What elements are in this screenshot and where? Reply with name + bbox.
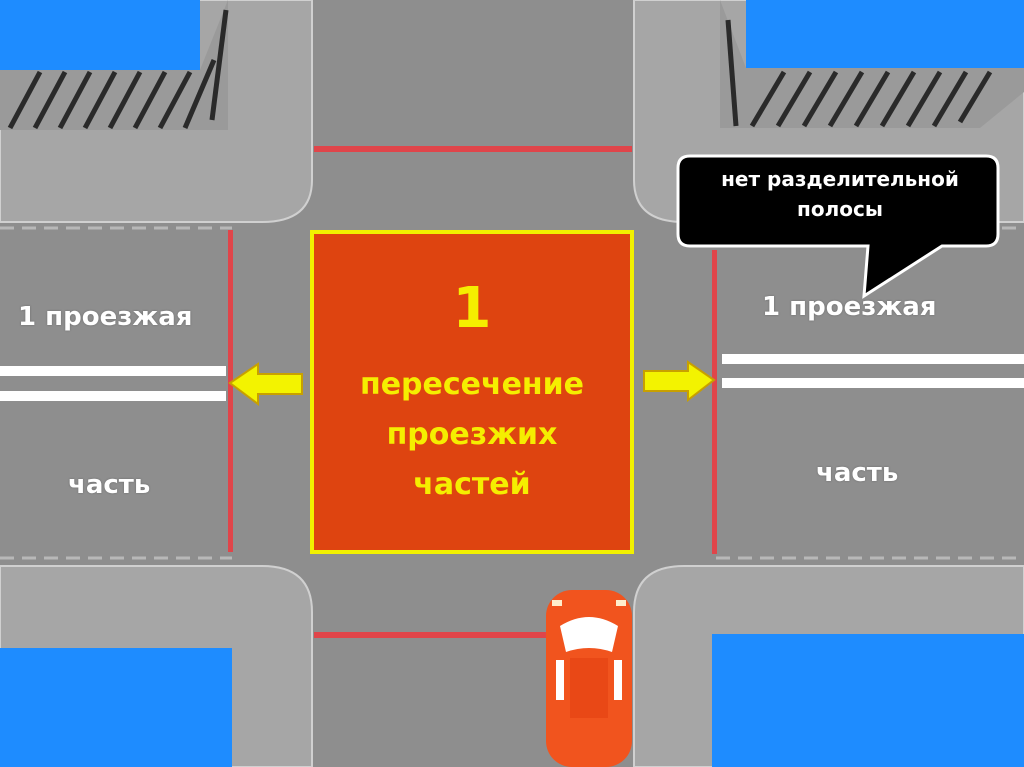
panel-line-1: пересечение — [359, 367, 585, 402]
road-label-right-line1: 1 проезжая — [762, 292, 937, 322]
callout-bubble — [676, 154, 1000, 299]
panel-line-3: частей — [413, 467, 531, 502]
panel-number: 1 — [452, 276, 492, 341]
building-roof-bottom-right — [712, 634, 1024, 767]
callout-line-1: нет разделительной — [721, 167, 959, 191]
arrow-right-icon — [643, 360, 716, 403]
building-roof-top-left — [0, 0, 200, 70]
callout-text: нет разделительной полосы — [682, 164, 998, 224]
building-stripes-top-left — [7, 9, 229, 130]
callout-line-2: полосы — [797, 197, 883, 221]
road-label-left-line2: часть — [68, 470, 151, 500]
panel-line-2: проезжих — [386, 417, 558, 452]
arrow-left-icon — [228, 362, 303, 406]
car-icon — [546, 590, 632, 767]
double-center-line-left — [0, 366, 226, 401]
building-stripes-top-right — [725, 19, 993, 128]
building-roof-bottom-left — [0, 648, 232, 767]
building-roof-top-right — [746, 0, 1024, 68]
building-facade-top-left — [0, 0, 228, 130]
road-label-right-line2: часть — [816, 458, 899, 488]
double-center-line-right — [722, 354, 1024, 388]
stop-lines — [228, 146, 717, 638]
intersection-panel: 1 пересечение проезжих частей — [310, 230, 634, 554]
road-label-left-line1: 1 проезжая — [18, 302, 193, 332]
